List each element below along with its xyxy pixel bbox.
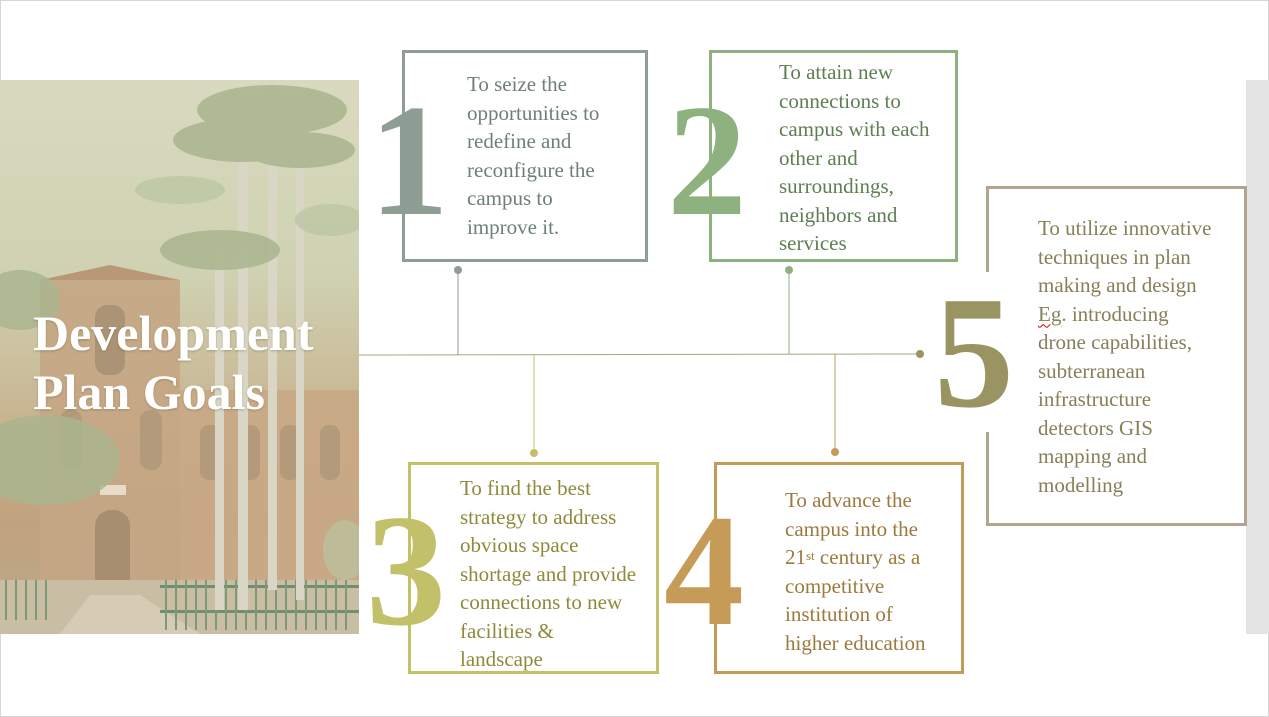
goal-1-box	[402, 50, 648, 262]
slide-title: Development Plan Goals	[33, 304, 353, 422]
goal-4-number: 4	[664, 481, 744, 659]
campus-photo: Development Plan Goals	[0, 80, 359, 634]
campus-photo-illustration	[0, 80, 359, 634]
goal-3-text: To find the best strategy to address obv…	[460, 476, 637, 671]
goal-5-number: 5	[930, 272, 1018, 432]
goal-1-text: To seize the opportunities to redefine a…	[467, 72, 600, 239]
goal-1-number: 1	[369, 71, 449, 249]
spellcheck-underlined-word: Eg	[1038, 301, 1062, 326]
side-band	[1246, 80, 1269, 634]
goal-4-box	[714, 462, 964, 674]
goal-5-text: To utilize innovative techniques in plan…	[1038, 216, 1212, 497]
goal-2-text: To attain new connections to campus with…	[779, 60, 930, 255]
goal-2-number: 2	[667, 71, 747, 249]
goal-5-box	[986, 186, 1247, 526]
goal-4-text: To advance the campus into the 21st cent…	[785, 488, 926, 655]
goal-2-box	[709, 50, 958, 262]
goal-3-number: 3	[366, 481, 446, 659]
goal-3-box	[408, 462, 659, 674]
title-line-1: Development	[33, 305, 314, 361]
title-line-2: Plan Goals	[33, 364, 265, 420]
